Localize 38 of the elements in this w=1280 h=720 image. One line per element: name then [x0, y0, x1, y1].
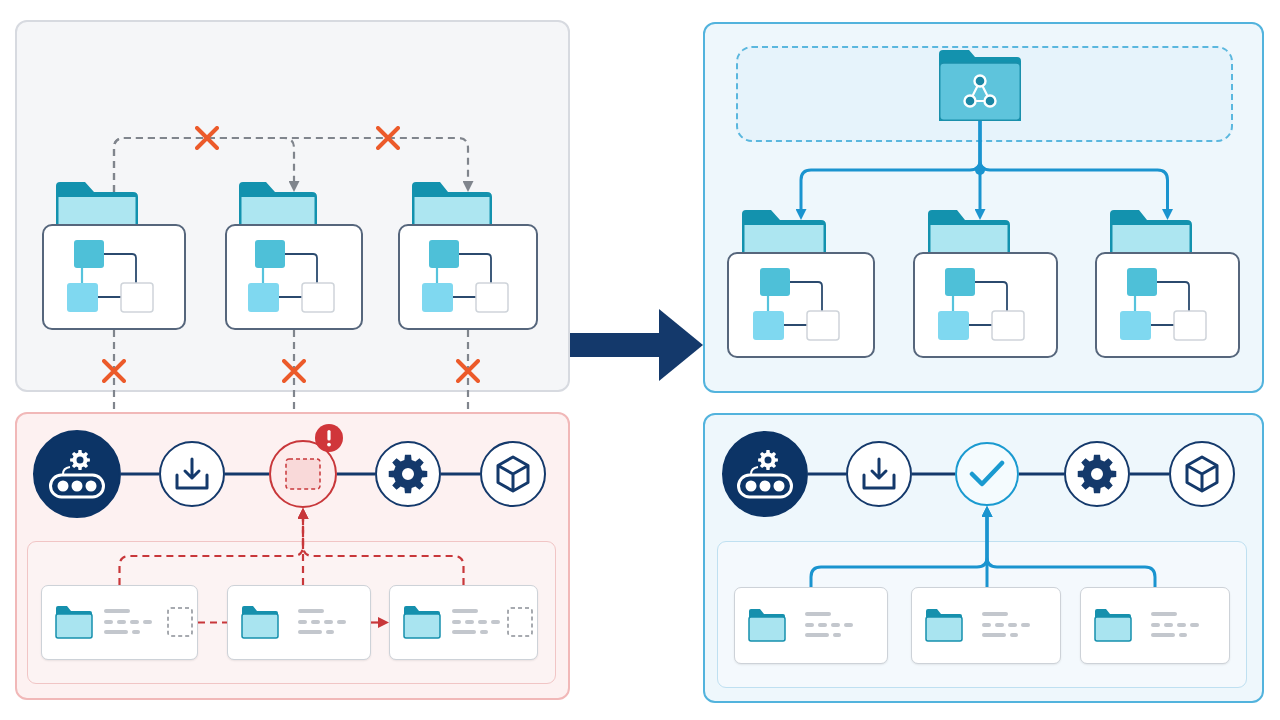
dashed-line [466, 330, 470, 412]
panel [15, 412, 570, 700]
panel [703, 413, 1264, 703]
folder-illustration [225, 182, 363, 330]
panel [703, 22, 1264, 393]
connector-line [225, 472, 269, 476]
dashed-arrow [112, 136, 474, 192]
file-card [1079, 586, 1230, 664]
inner-panel [717, 541, 1247, 688]
folder-illustration [42, 182, 186, 330]
connector-line [441, 472, 480, 476]
connector-line [337, 472, 375, 476]
file-card [910, 586, 1061, 664]
folder-illustration [913, 210, 1058, 358]
inner-panel [27, 541, 556, 684]
dashed-line [198, 621, 227, 624]
connector-line [912, 472, 955, 476]
file-card [388, 584, 538, 660]
dashed-arrow [371, 617, 389, 628]
dashed-arrow [297, 508, 465, 585]
arrow [978, 121, 1173, 220]
step-circle [955, 442, 1019, 506]
connector-line [1130, 472, 1169, 476]
connector-line [121, 472, 159, 476]
dashed-line [112, 330, 116, 412]
block-arrow [570, 309, 703, 381]
folder-illustration [939, 50, 1021, 121]
folder-illustration [727, 210, 875, 358]
file-card [226, 584, 371, 660]
connector-line [1019, 472, 1064, 476]
file-card [40, 584, 198, 660]
dashed-line [292, 330, 296, 412]
file-card [733, 586, 888, 664]
folder-illustration [398, 182, 538, 330]
panel [15, 20, 570, 392]
connector-line [808, 472, 846, 476]
dashed-region [736, 46, 1233, 142]
folder-illustration [1095, 210, 1240, 358]
